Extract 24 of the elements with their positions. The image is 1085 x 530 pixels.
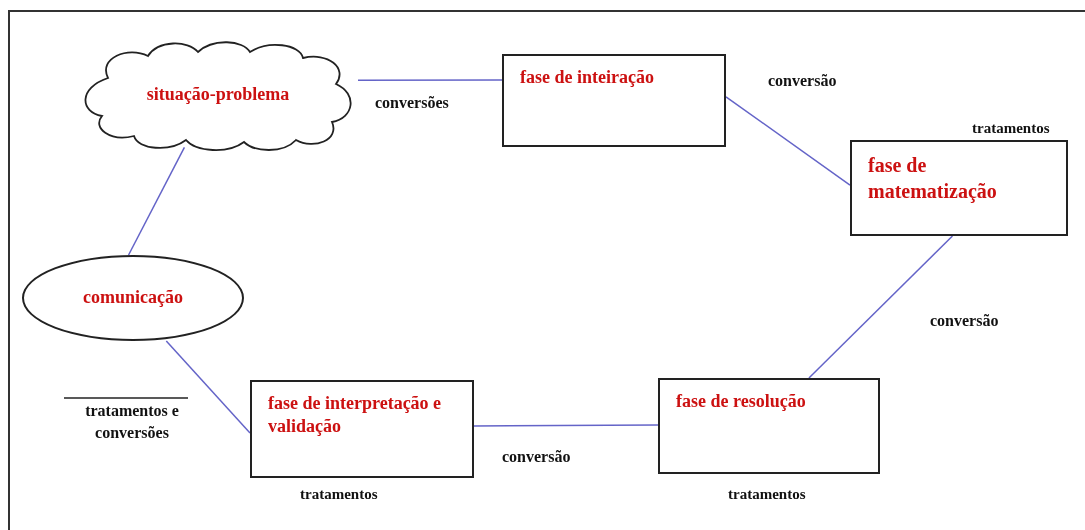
connector-line xyxy=(725,96,851,186)
annotation-label: tratamentos xyxy=(972,119,1050,138)
connector-line xyxy=(357,79,503,81)
connector-line xyxy=(808,235,954,379)
connector-line xyxy=(473,424,659,427)
process-box xyxy=(658,378,880,474)
node-label: fase de matematização xyxy=(868,153,998,204)
process-box xyxy=(250,380,474,478)
node-label: comunicação xyxy=(83,286,183,310)
annotation-label: tratamentos xyxy=(728,485,806,504)
node-label: fase de inteiração xyxy=(520,66,655,89)
connector-line xyxy=(127,146,186,256)
process-box xyxy=(850,140,1068,236)
process-box xyxy=(502,54,726,147)
edge-label: conversão xyxy=(502,447,571,467)
edge-label: tratamentos e conversões xyxy=(84,401,180,443)
edge-label: conversão xyxy=(768,71,837,91)
node-label: fase de interpretação e validação xyxy=(268,392,443,439)
edge-label: conversão xyxy=(930,311,999,331)
node-label: situação-problema xyxy=(146,83,290,107)
connector-line xyxy=(165,340,251,434)
edge-label: conversões xyxy=(375,93,449,113)
annotation-label: tratamentos xyxy=(300,485,378,504)
node-label: fase de resolução xyxy=(676,390,807,413)
